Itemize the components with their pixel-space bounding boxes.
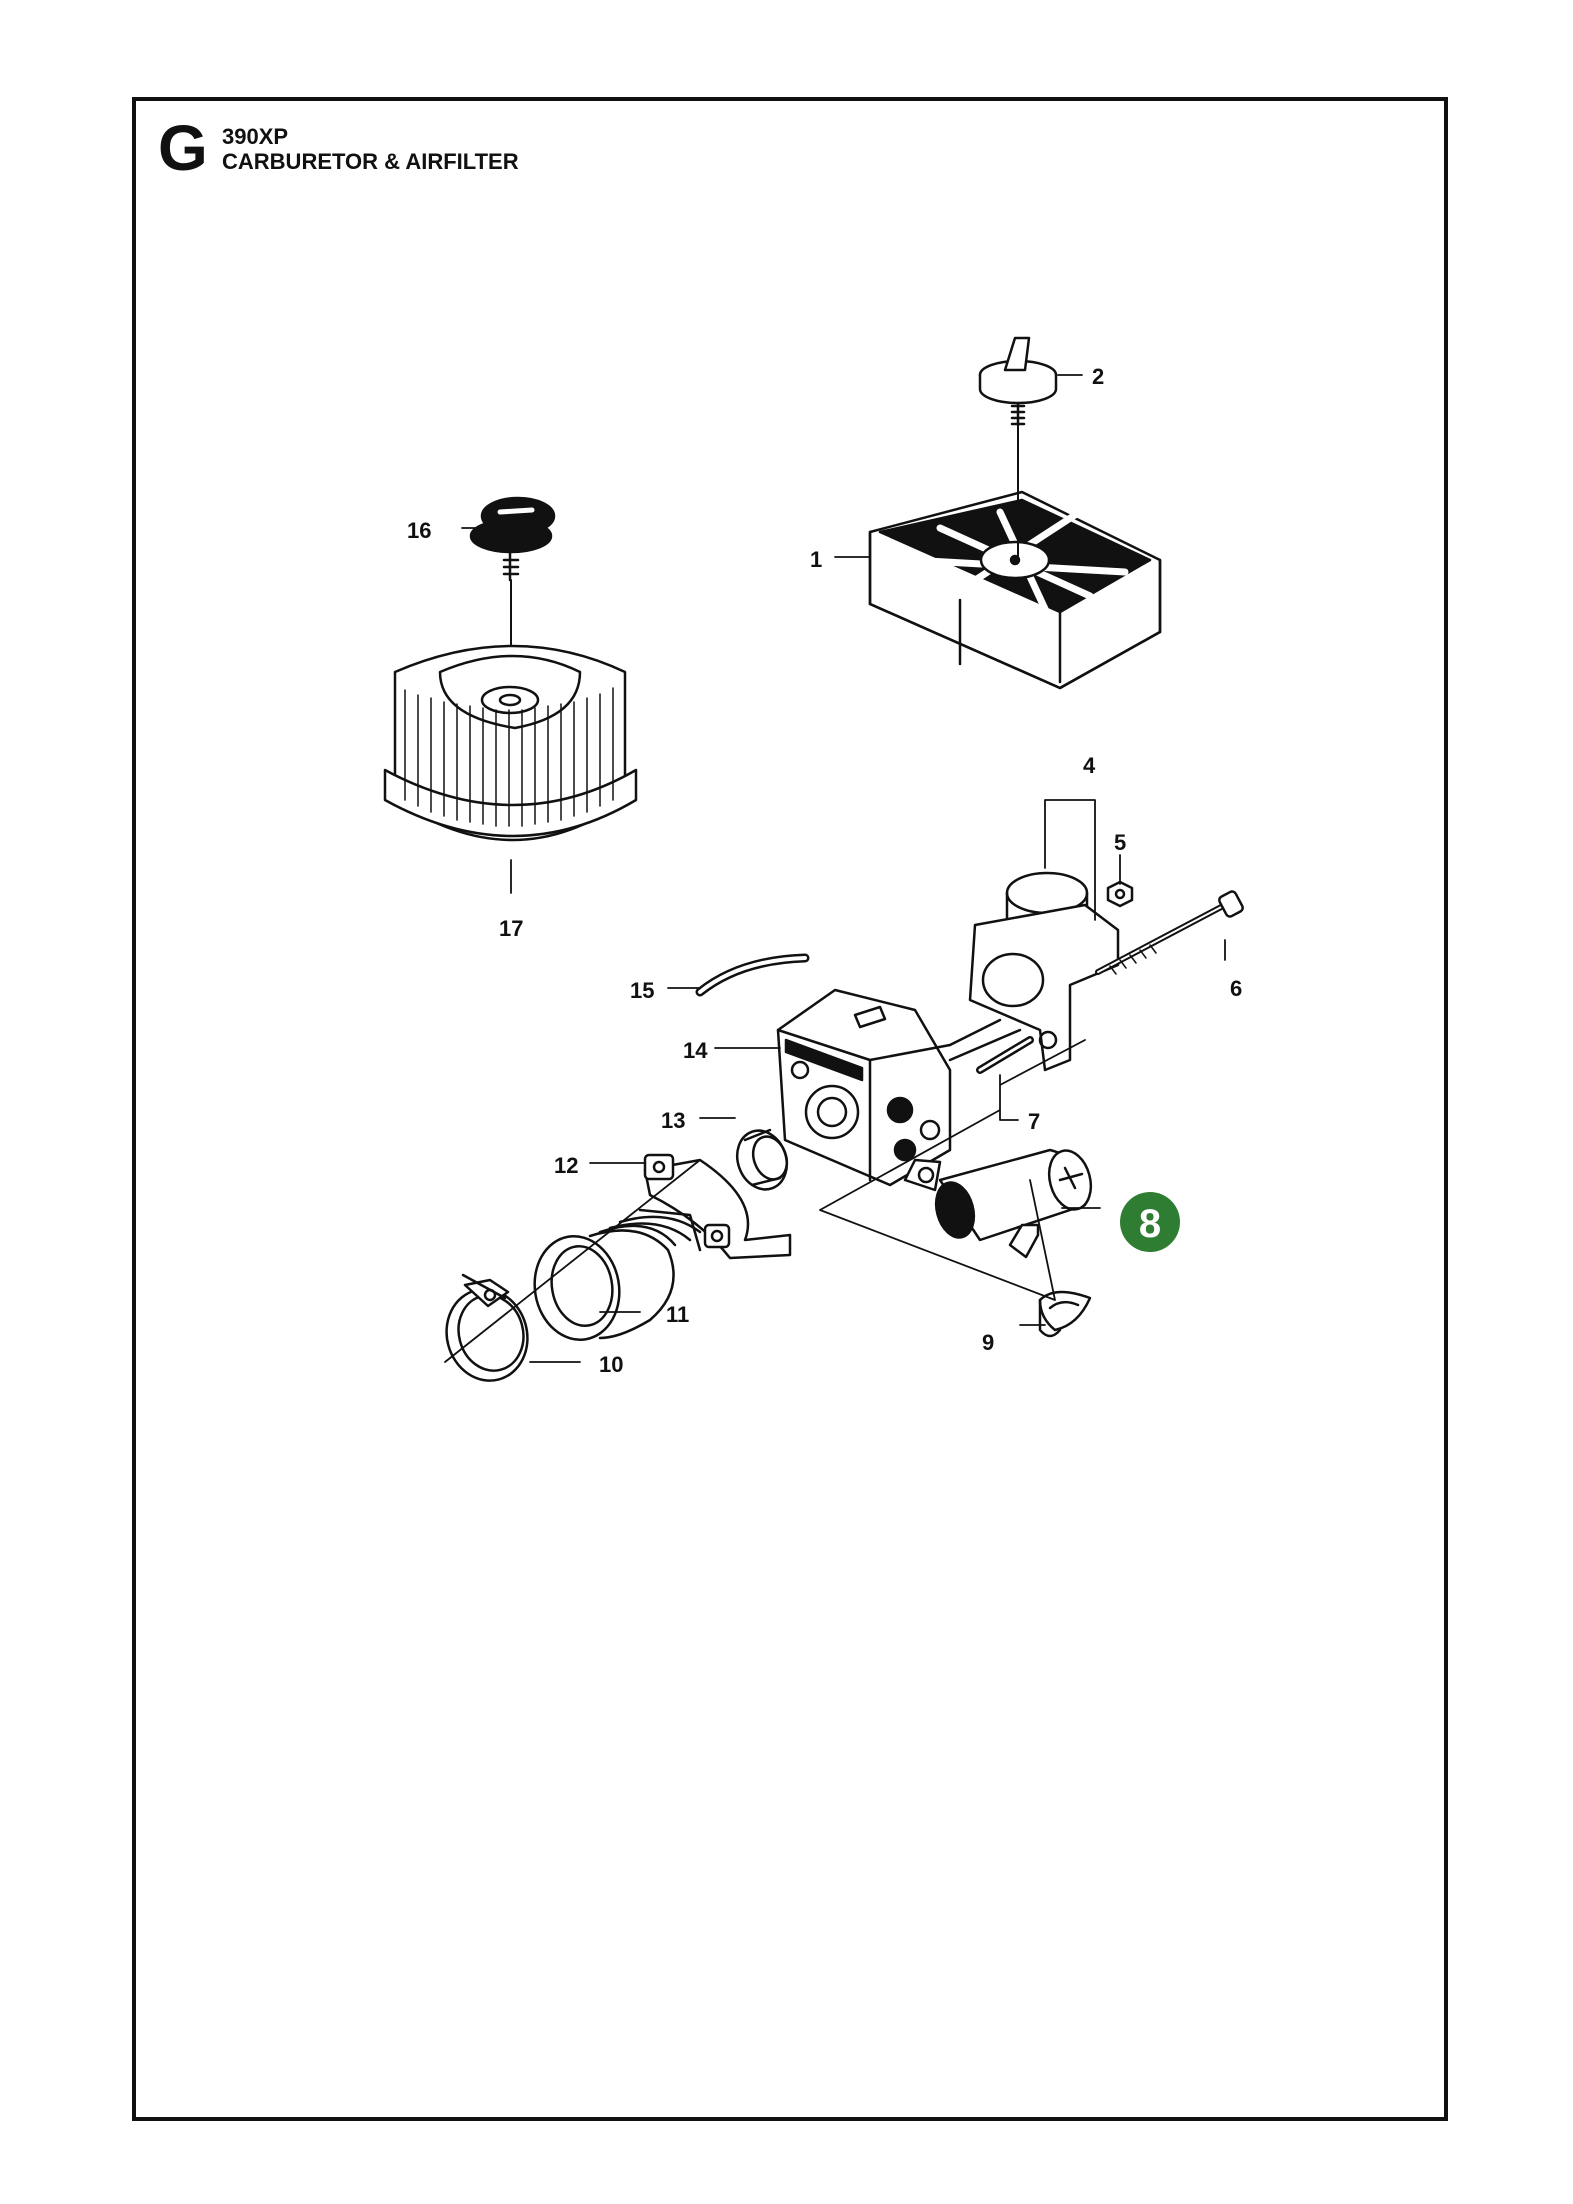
callout-17: 17: [499, 916, 523, 941]
part-gasket-ring: [735, 1128, 789, 1191]
callout-16: 16: [407, 518, 431, 543]
callout-15: 15: [630, 978, 654, 1003]
part-intake-adapter: [968, 871, 1120, 1072]
callout-9: 9: [982, 1330, 994, 1355]
callout-2: 2: [1092, 364, 1104, 389]
part-bolt: [1095, 890, 1244, 975]
part-stud: [976, 1036, 1034, 1074]
part-lever: [1038, 1290, 1092, 1338]
part-clamp-bracket: [643, 1153, 792, 1260]
page-title: CARBURETOR & AIRFILTER: [222, 149, 519, 174]
section-letter: G: [158, 112, 208, 184]
part-hose-clamp: [445, 1273, 529, 1382]
part-cover-knob: [978, 336, 1058, 427]
part-air-filter: [383, 644, 638, 842]
highlight-badge-8[interactable]: 8: [1120, 1192, 1180, 1252]
callout-11: 11: [666, 1302, 689, 1327]
callout-14: 14: [683, 1038, 708, 1063]
model-number: 390XP: [222, 124, 289, 149]
callout-13: 13: [661, 1108, 685, 1133]
callout-7: 7: [1028, 1109, 1040, 1134]
part-choke-assembly: [903, 1148, 1093, 1259]
leader-lines: [461, 374, 1226, 1363]
callout-labels: 2 1 16 17 4 5 6 7 9 10 11 12 13 14 15: [407, 364, 1242, 1377]
part-intake-boot: [533, 1208, 702, 1341]
part-air-filter-cover: [868, 490, 1162, 690]
part-filter-knob: [469, 496, 556, 582]
part-fuel-hose: [695, 953, 810, 997]
part-nut: [1106, 880, 1134, 908]
highlight-label: 8: [1139, 1202, 1161, 1246]
part-carburetor: [776, 988, 1022, 1187]
callout-1: 1: [810, 547, 822, 572]
page-frame: [132, 97, 1448, 2121]
callout-6: 6: [1230, 976, 1242, 1001]
callout-4: 4: [1083, 753, 1096, 778]
callout-10: 10: [599, 1352, 623, 1377]
callout-12: 12: [554, 1153, 578, 1178]
callout-5: 5: [1114, 830, 1126, 855]
